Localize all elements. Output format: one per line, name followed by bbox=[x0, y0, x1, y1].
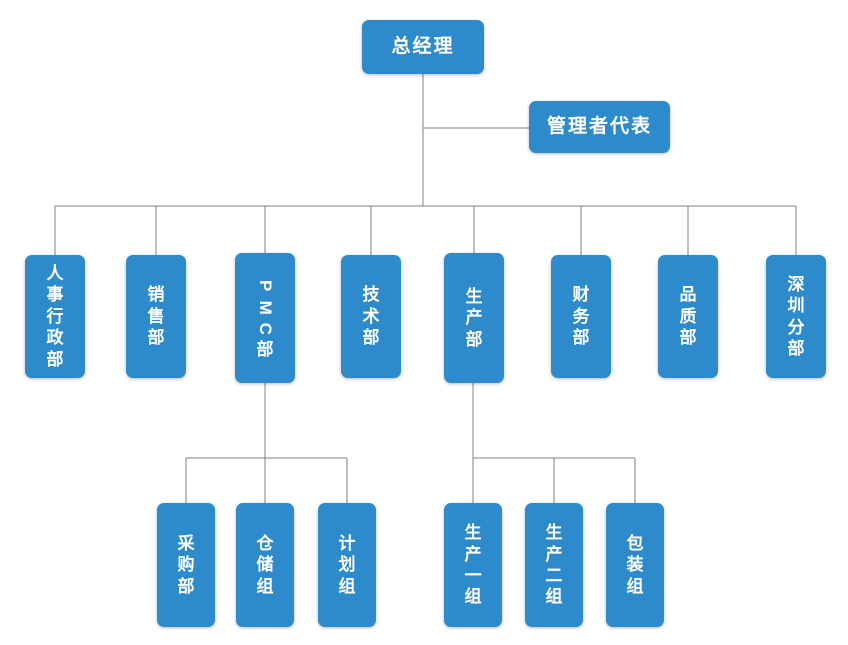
org-node-finance[interactable]: 财务部 bbox=[551, 255, 611, 378]
org-node-purchasing[interactable]: 采购部 bbox=[157, 503, 215, 627]
org-node-production[interactable]: 生产部 bbox=[444, 253, 504, 383]
org-node-production-team-2[interactable]: 生产二组 bbox=[525, 503, 583, 627]
org-node-hr-admin-label: 人事行政部 bbox=[46, 263, 64, 369]
org-node-management-representative[interactable]: 管理者代表 bbox=[529, 101, 670, 153]
org-node-general-manager[interactable]: 总经理 bbox=[362, 20, 484, 74]
org-node-purchasing-label: 采购部 bbox=[177, 533, 195, 596]
org-node-packaging[interactable]: 包装组 bbox=[606, 503, 664, 627]
org-node-warehouse-label: 仓储组 bbox=[256, 533, 274, 596]
org-node-shenzhen[interactable]: 深圳分部 bbox=[766, 255, 826, 378]
org-node-sales-label: 销售部 bbox=[147, 285, 165, 348]
org-node-quality[interactable]: 品质部 bbox=[658, 255, 718, 378]
org-node-production-team-2-label: 生产二组 bbox=[545, 523, 563, 607]
org-node-packaging-label: 包装组 bbox=[626, 533, 644, 596]
org-node-quality-label: 品质部 bbox=[679, 285, 697, 348]
org-node-shenzhen-label: 深圳分部 bbox=[787, 274, 805, 358]
org-node-planning[interactable]: 计划组 bbox=[318, 503, 376, 627]
org-node-finance-label: 财务部 bbox=[572, 285, 590, 348]
org-node-management-representative-label: 管理者代表 bbox=[546, 115, 652, 137]
org-node-sales[interactable]: 销售部 bbox=[126, 255, 186, 378]
org-node-engineering-label: 技术部 bbox=[362, 285, 380, 348]
org-node-production-label: 生产部 bbox=[465, 286, 483, 349]
org-node-production-team-1-label: 生产一组 bbox=[464, 523, 482, 607]
org-node-production-team-1[interactable]: 生产一组 bbox=[444, 503, 502, 627]
org-node-engineering[interactable]: 技术部 bbox=[341, 255, 401, 378]
org-node-hr-admin[interactable]: 人事行政部 bbox=[25, 255, 85, 378]
org-node-general-manager-label: 总经理 bbox=[391, 35, 455, 57]
org-node-warehouse[interactable]: 仓储组 bbox=[236, 503, 294, 627]
org-node-planning-label: 计划组 bbox=[338, 533, 356, 596]
